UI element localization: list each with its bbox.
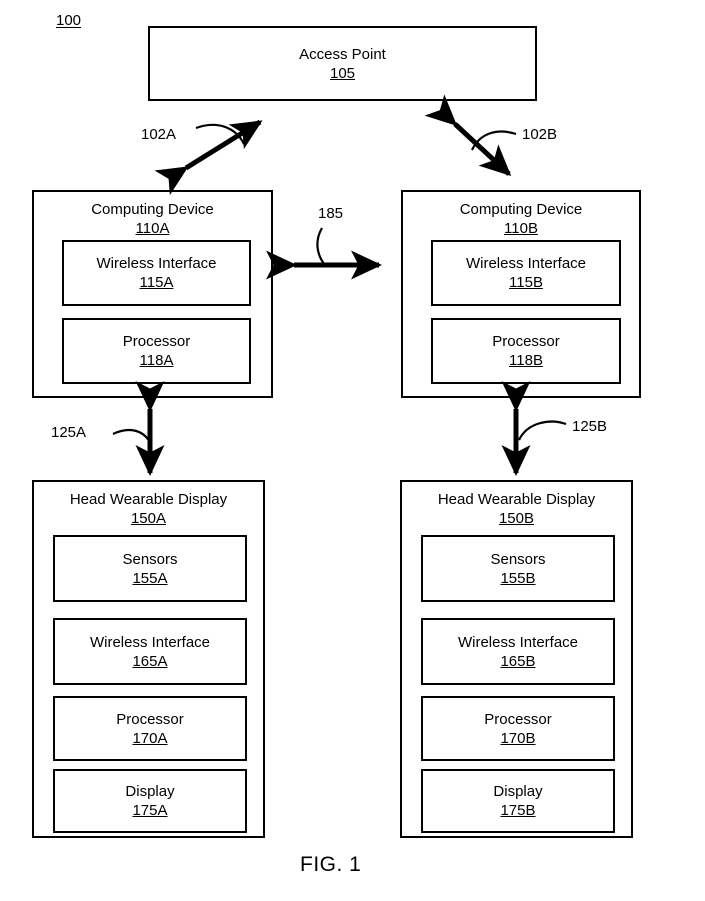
- access-point-box: Access Point 105: [148, 26, 537, 101]
- leader-line-185: [316, 227, 326, 266]
- wireless-interface-115a-label: Wireless Interface: [96, 255, 217, 272]
- wireless-interface-165b-box: Wireless Interface 165B: [421, 618, 615, 685]
- wireless-interface-165a-number: 165A: [132, 652, 168, 670]
- link-arrow-102a: [154, 119, 263, 196]
- link-label-102a: 102A: [141, 126, 177, 143]
- processor-170b-label: Processor: [484, 710, 552, 728]
- display-175b-number: 175B: [500, 802, 536, 819]
- processor-118a-box: Processor 118A: [62, 318, 251, 384]
- computing-device-a-label: Computing Device: [91, 201, 214, 218]
- display-175b-box: Display 175B: [421, 769, 615, 833]
- wireless-interface-165b-number: 165B: [500, 652, 536, 670]
- processor-170a-label: Processor: [116, 710, 184, 728]
- display-175b-label: Display: [493, 783, 543, 800]
- processor-118b-box: Processor 118B: [431, 318, 621, 384]
- processor-170b-box: Processor 170B: [421, 696, 615, 761]
- wireless-interface-165b-label: Wireless Interface: [457, 633, 579, 651]
- computing-device-b-label: Computing Device: [459, 201, 583, 218]
- head-wearable-display-a-number: 150A: [130, 510, 167, 527]
- processor-118a-label: Processor: [122, 333, 191, 350]
- link-label-125b: 125B: [572, 418, 608, 435]
- link-arrow-102b: [424, 94, 512, 177]
- wireless-interface-115b-number: 115B: [509, 274, 543, 291]
- leader-line-125b: [518, 420, 567, 441]
- wireless-interface-115a-number: 115A: [139, 274, 174, 291]
- sensors-155a-box: Sensors 155A: [53, 535, 247, 602]
- wireless-interface-115b-box: Wireless Interface 115B: [431, 240, 621, 306]
- head-wearable-display-b-box: Head Wearable Display 150B Sensors 155B …: [400, 480, 633, 838]
- computing-device-a-box: Computing Device 110A Wireless Interface…: [32, 190, 273, 398]
- access-point-number: 105: [329, 65, 356, 82]
- processor-118b-label: Processor: [492, 333, 560, 350]
- head-wearable-display-b-number: 150B: [498, 510, 535, 527]
- head-wearable-display-a-box: Head Wearable Display 150A Sensors 155A …: [32, 480, 265, 838]
- head-wearable-display-a-label: Head Wearable Display: [69, 491, 228, 508]
- figure-caption: FIG. 1: [300, 853, 362, 876]
- display-175a-number: 175A: [132, 802, 168, 819]
- figure-reference-100: 100: [56, 12, 82, 29]
- display-175a-label: Display: [125, 783, 175, 800]
- processor-118a-number: 118A: [139, 352, 174, 369]
- sensors-155a-label: Sensors: [122, 550, 178, 568]
- leader-line-102b: [471, 130, 517, 151]
- head-wearable-display-b-label: Head Wearable Display: [437, 491, 596, 508]
- computing-device-a-number: 110A: [135, 220, 170, 237]
- link-label-185: 185: [318, 205, 344, 222]
- wireless-interface-115b-label: Wireless Interface: [465, 255, 587, 272]
- computing-device-b-number: 110B: [504, 220, 538, 237]
- link-label-125a: 125A: [51, 424, 87, 441]
- sensors-155b-box: Sensors 155B: [421, 535, 615, 602]
- display-175a-box: Display 175A: [53, 769, 247, 833]
- computing-device-b-box: Computing Device 110B Wireless Interface…: [401, 190, 641, 398]
- leader-line-125a: [112, 428, 151, 443]
- processor-118b-number: 118B: [509, 352, 543, 369]
- wireless-interface-165a-label: Wireless Interface: [89, 633, 211, 651]
- sensors-155b-number: 155B: [500, 569, 536, 587]
- sensors-155a-number: 155A: [132, 569, 168, 587]
- processor-170a-box: Processor 170A: [53, 696, 247, 761]
- processor-170b-number: 170B: [500, 729, 536, 747]
- link-label-102b: 102B: [522, 126, 558, 143]
- sensors-155b-label: Sensors: [490, 550, 546, 568]
- processor-170a-number: 170A: [132, 729, 168, 747]
- leader-line-102a: [195, 123, 245, 145]
- wireless-interface-165a-box: Wireless Interface 165A: [53, 618, 247, 685]
- wireless-interface-115a-box: Wireless Interface 115A: [62, 240, 251, 306]
- access-point-label: Access Point: [299, 46, 386, 63]
